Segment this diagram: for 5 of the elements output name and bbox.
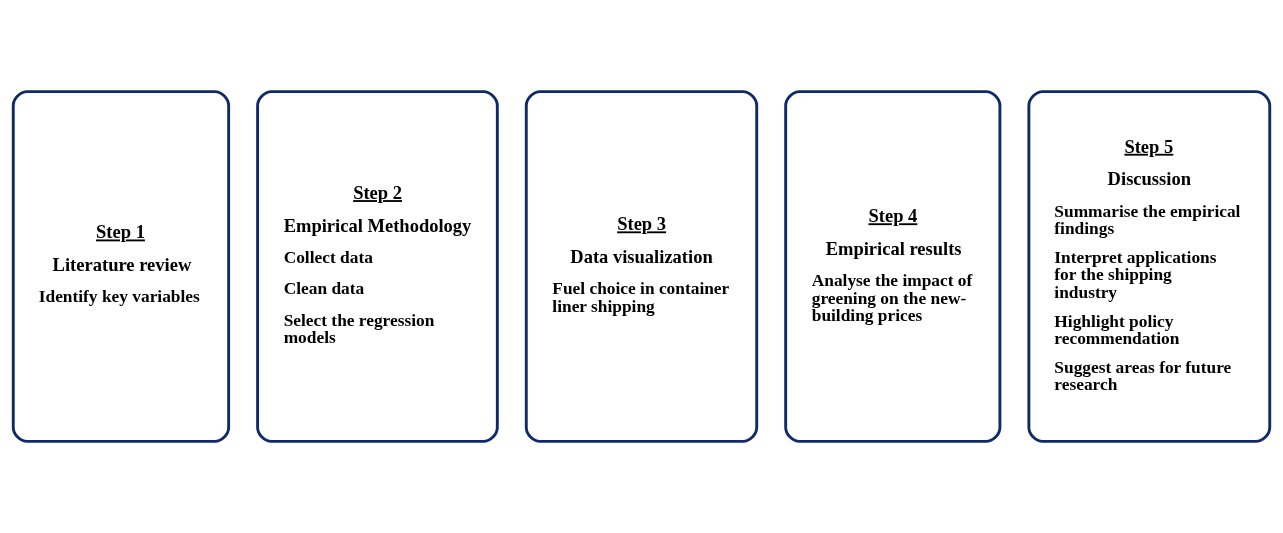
node-box: Step 4 Empirical results Analyse the impact of greening on the new-building prices bbox=[784, 90, 1002, 443]
node-box: Step 1 Literature review Identify key variables bbox=[11, 90, 231, 443]
node-box: Step 3 Data visualization Fuel choice in container liner shipping bbox=[524, 90, 759, 443]
node-box: Step 2 Empirical Methodology Collect data Clean data Select the regression models bbox=[256, 90, 499, 443]
node-box: Step 5 Discussion Summarise the empirical findings Interpret applications for the shipping industry Highlight policy recommendation Suggest areas for future research bbox=[1027, 90, 1272, 443]
